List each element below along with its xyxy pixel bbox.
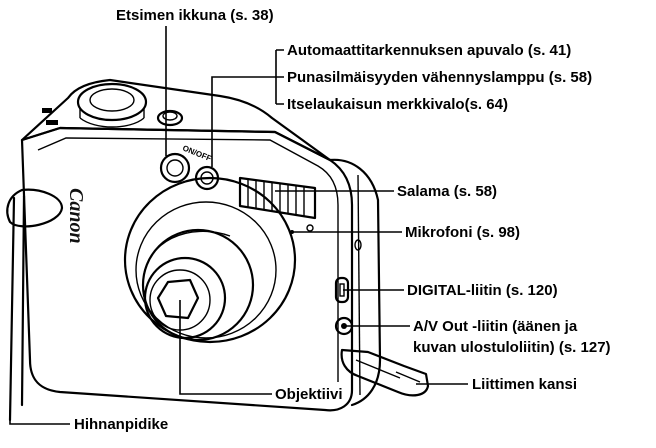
- label-av-out-line2: kuvan ulostuloliitin) (s. 127): [413, 339, 611, 356]
- lens-glass: [143, 256, 227, 340]
- strap-loop: [6, 188, 64, 228]
- front-bevel: [37, 137, 339, 382]
- camera-front-face: [20, 126, 354, 412]
- label-lens: Objektiivi: [275, 386, 343, 403]
- label-strap-mount: Hihnanpidike: [74, 416, 168, 433]
- label-terminal-cover: Liittimen kansi: [472, 376, 577, 393]
- camera-illustration: ON/OFF Canon: [6, 78, 430, 422]
- lens-barrel-outer: [123, 176, 297, 344]
- leader-lines: [9, 26, 468, 425]
- flash-unit: [238, 176, 317, 220]
- label-red-eye: Punasilmäisyyden vähennyslamppu (s. 58): [287, 69, 592, 86]
- terminal-cover: [340, 348, 430, 397]
- viewfinder-window: [159, 152, 191, 184]
- callout-labels: Etsimen ikkuna (s. 38) Automaattitarkenn…: [74, 7, 611, 433]
- lens-aperture: [156, 278, 200, 320]
- brand-logo: Canon: [65, 188, 87, 244]
- camera-right-side: [328, 158, 382, 407]
- label-av-out-line1: A/V Out -liitin (äänen ja: [413, 318, 578, 335]
- label-microphone: Mikrofoni (s. 98): [405, 224, 520, 241]
- camera-top-face: [20, 78, 332, 162]
- label-viewfinder: Etsimen ikkuna (s. 38): [116, 7, 274, 24]
- mode-dial: [76, 82, 148, 122]
- label-self-timer: Itselaukaisun merkkivalo(s. 64): [287, 96, 508, 113]
- label-flash: Salama (s. 58): [397, 183, 497, 200]
- shutter-button: [156, 109, 184, 127]
- strap-band: [8, 194, 26, 422]
- label-digital-terminal: DIGITAL-liitin (s. 120): [407, 282, 558, 299]
- label-af-assist: Automaattitarkennuksen apuvalo (s. 41): [287, 42, 571, 59]
